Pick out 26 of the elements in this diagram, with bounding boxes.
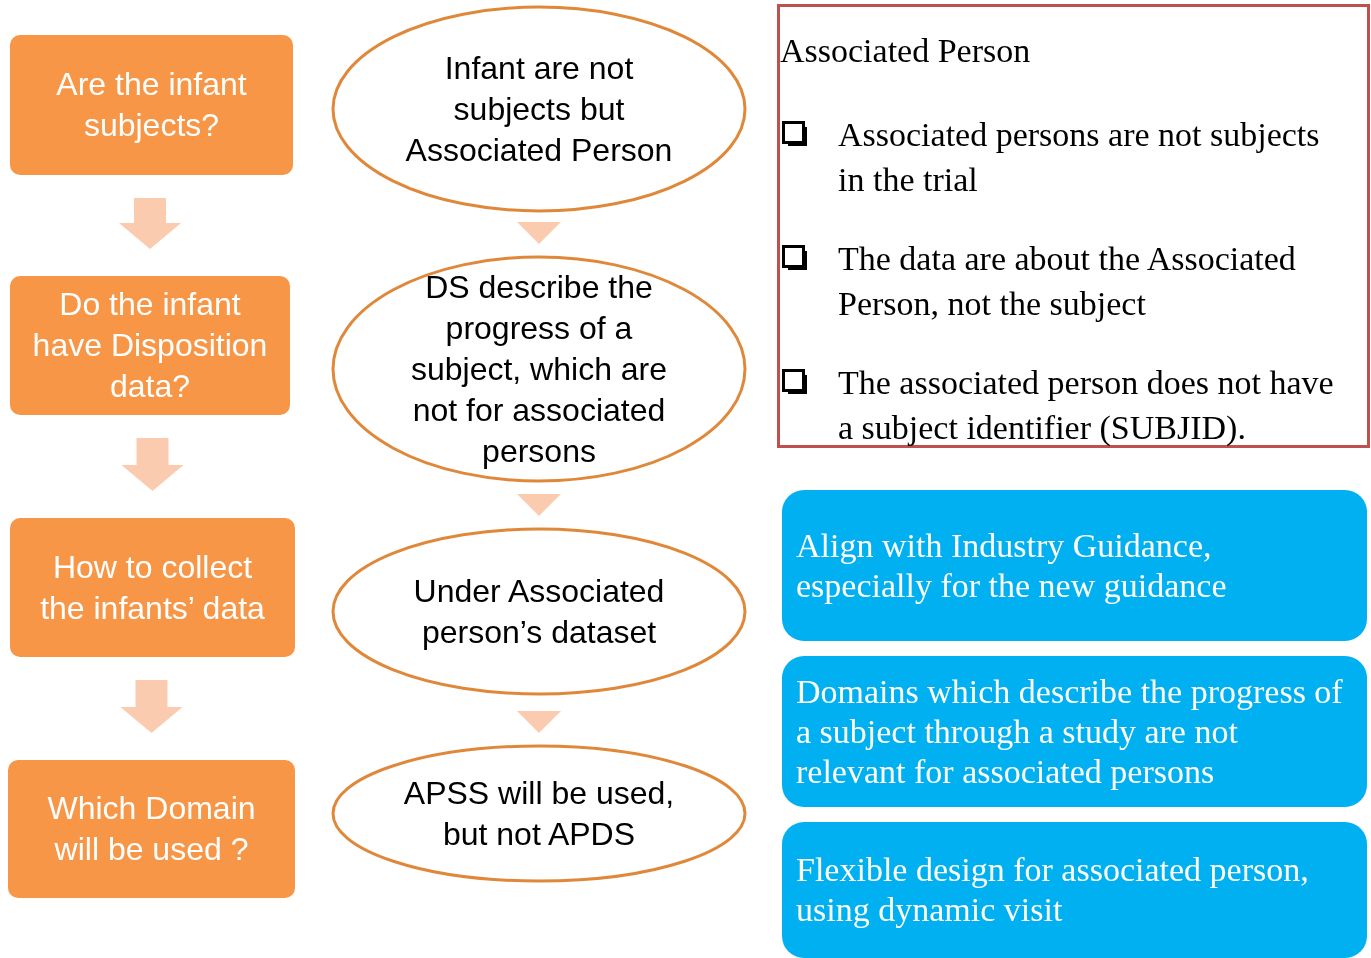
answer-ellipse [331,744,747,883]
bullet-text: The data are about the Associated Person, not the subject [838,239,1297,324]
answer-text: APSS will be used, but not APDS [402,773,676,854]
question-text: How to collect the infants’ data [39,547,266,628]
question-box [10,276,290,415]
question-text: Are the infant subjects? [55,65,248,145]
note-text: Domains which describe the progress of a subject through a study are not relevant for associated persons [796,671,1344,792]
question-text: Which Domain will be used ? [46,789,257,869]
question-box [10,518,295,657]
bullet-text: Associated persons are not subjects in the trial [838,115,1321,200]
panel-heading: Associated Person [780,31,1031,71]
note-box [782,490,1367,641]
bullet-text: The associated person does not have a subject identifier (SUBJID). [838,363,1335,448]
note-text: Align with Industry Guidance, especially for the new guidance [796,525,1228,606]
answer-text: DS describe the progress of a subject, which are not for associated persons [409,267,669,471]
question-text: Do the infant have Disposition data? [31,285,269,406]
question-box [8,760,295,898]
question-box [10,35,293,175]
note-box [782,822,1367,958]
answer-text: Under Associated person’s dataset [412,571,666,652]
answer-ellipse [331,527,747,696]
answer-ellipse [331,5,747,213]
answer-ellipse [331,255,747,483]
answer-text: Infant are not subjects but Associated Person [404,48,674,170]
note-text: Flexible design for associated person, using dynamic visit [796,850,1310,930]
note-box [782,656,1367,807]
